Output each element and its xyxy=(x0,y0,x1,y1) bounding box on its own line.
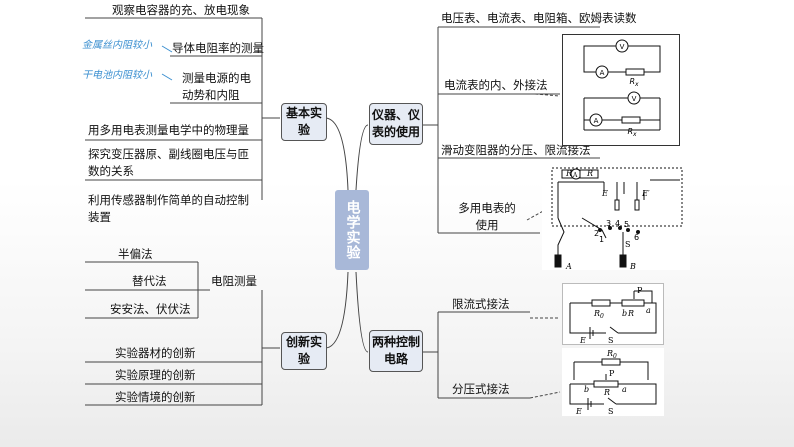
circuit-voltage-divider: R0 P b R a E S xyxy=(562,348,664,416)
innovation-context: 实验情境的创新 xyxy=(115,390,196,404)
vd-s-label: S xyxy=(608,407,613,416)
cl-r-label: R xyxy=(627,309,634,318)
cl-r0-label: R0 xyxy=(593,309,604,320)
ammeter-label-2: A xyxy=(594,117,599,125)
basic-item-emf: 测量电源的电动势和内阻 xyxy=(182,71,251,102)
basic-item-transformer: 探究变压器原、副线圈电压与匝数的关系 xyxy=(88,147,249,178)
mm-terminal-3: 3 xyxy=(606,219,611,228)
innovation-principle: 实验原理的创新 xyxy=(115,368,196,382)
cl-p-label: P xyxy=(637,286,643,295)
mm-terminal-6: 6 xyxy=(634,233,639,242)
multimeter-usage: 多用电表的使用 xyxy=(458,201,516,232)
rx-label-1: Rx xyxy=(629,77,639,88)
node-basic-experiments: 基本实验 xyxy=(281,103,327,141)
mm-terminal-5: 5 xyxy=(624,220,629,229)
mm-ammeter-label: A xyxy=(572,172,578,179)
handwritten-note-wire: 金属丝内阻较小 xyxy=(82,40,152,51)
instrument-readings: 电压表、电流表、电阻箱、欧姆表读数 xyxy=(441,11,637,25)
mm-r-label-left: R xyxy=(565,169,572,178)
mm-r-label-right: R xyxy=(586,169,593,178)
cl-b-label: b xyxy=(622,309,627,318)
current-limiting: 限流式接法 xyxy=(452,297,510,311)
vd-b-label: b xyxy=(584,385,589,394)
node-instrument-usage: 仪器、仪表的使用 xyxy=(369,103,423,145)
voltage-divider: 分压式接法 xyxy=(452,382,510,396)
basic-item-sensor: 利用传感器制作简单的自动控制装置 xyxy=(88,193,249,224)
cl-s-label: S xyxy=(608,336,613,345)
voltmeter-label-1: V xyxy=(620,43,625,51)
resistance-half-deflection: 半偏法 xyxy=(118,247,153,261)
mm-terminal-4: 4 xyxy=(615,219,620,228)
basic-item-capacitor: 观察电容器的充、放电现象 xyxy=(112,3,250,17)
resistance-substitution: 替代法 xyxy=(132,274,167,288)
cl-e-label: E xyxy=(579,336,586,345)
node-innovative-experiments: 创新实验 xyxy=(281,332,327,370)
vd-a-label: a xyxy=(622,385,627,394)
mm-probe-a: A xyxy=(565,262,572,270)
voltmeter-label-2: V xyxy=(632,95,637,103)
node-control-circuits: 两种控制电路 xyxy=(369,330,423,372)
mm-switch-label: S xyxy=(625,240,630,249)
ammeter-connection: 电流表的内、外接法 xyxy=(444,78,548,92)
center-topic: 电学实验 xyxy=(335,190,369,270)
vd-r0-label: R0 xyxy=(606,349,617,360)
resistance-dual-meter: 安安法、伏伏法 xyxy=(110,302,191,316)
basic-item-multimeter: 用多用电表测量电学中的物理量 xyxy=(88,123,249,137)
mm-e-prime-label: E′ xyxy=(641,189,650,198)
innovation-equipment: 实验器材的创新 xyxy=(115,346,196,360)
circuit-multimeter: R A R E E′ S A B 1 2 3 4 5 6 xyxy=(542,160,690,270)
mm-e-label: E xyxy=(601,189,608,198)
circuit-ammeter-connections: V A Rx V A Rx xyxy=(562,34,680,146)
circuit-current-limiting: P R0 b R a E S xyxy=(562,283,664,345)
basic-item-resistivity: 导体电阻率的测量 xyxy=(172,41,264,55)
rheostat-connection: 滑动变阻器的分压、限流接法 xyxy=(441,143,591,157)
mm-terminal-1: 1 xyxy=(599,235,604,244)
ammeter-label-1: A xyxy=(600,69,605,77)
resistance-group-label: 电阻测量 xyxy=(211,274,257,288)
rx-label-2: Rx xyxy=(627,127,637,138)
mm-probe-b: B xyxy=(629,262,636,270)
cl-a-label: a xyxy=(646,306,651,315)
mm-terminal-2: 2 xyxy=(594,229,599,238)
vd-e-label: E xyxy=(575,407,582,416)
vd-p-label: P xyxy=(609,369,615,378)
vd-r-label: R xyxy=(603,388,610,397)
handwritten-note-battery: 干电池内阻较小 xyxy=(82,70,152,81)
